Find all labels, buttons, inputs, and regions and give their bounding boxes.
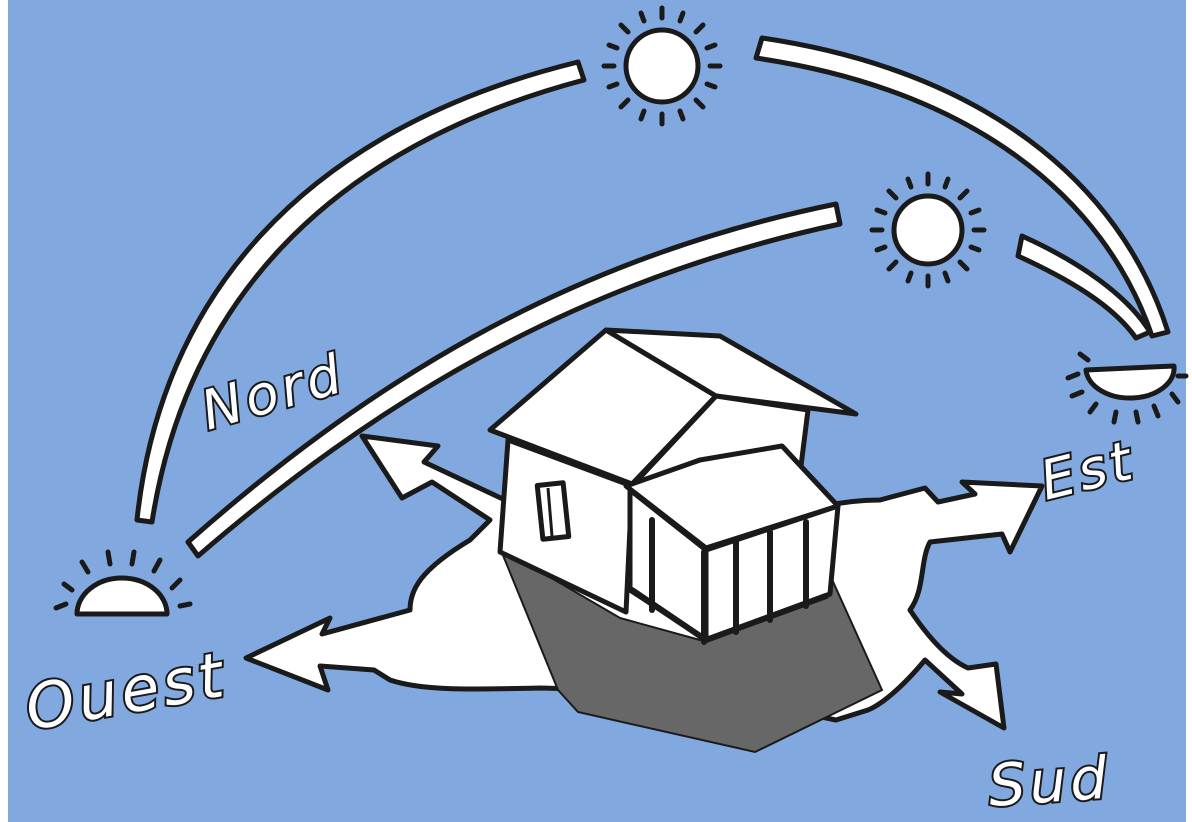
label-south: Sud	[986, 744, 1113, 820]
right-frame-strip	[1186, 0, 1192, 822]
left-frame-strip	[0, 0, 8, 822]
